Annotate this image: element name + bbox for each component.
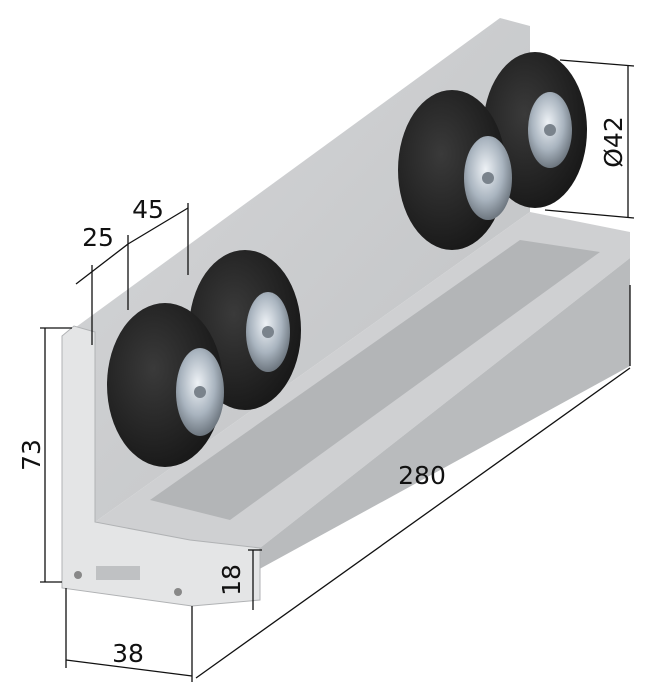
t-slot (96, 566, 140, 580)
dim-roller-spacing-large: 45 (132, 195, 164, 224)
dim-height: 73 (17, 439, 46, 471)
dim-base-height: 18 (217, 564, 246, 596)
dim-roller-spacing-small: 25 (82, 223, 114, 252)
base-side-face (192, 258, 630, 606)
dim-length: 280 (398, 461, 446, 490)
profile-end-face (61, 325, 261, 607)
roller-front-left (107, 303, 224, 467)
roller-back-left (398, 90, 512, 250)
rollers (107, 52, 587, 467)
dimension-lines (40, 59, 635, 682)
base-groove-shadow (150, 240, 600, 520)
mount-hole (74, 571, 82, 579)
mount-hole (174, 588, 182, 596)
dim-width: 38 (112, 639, 144, 668)
dim-roller-diameter: Ø42 (599, 116, 628, 168)
